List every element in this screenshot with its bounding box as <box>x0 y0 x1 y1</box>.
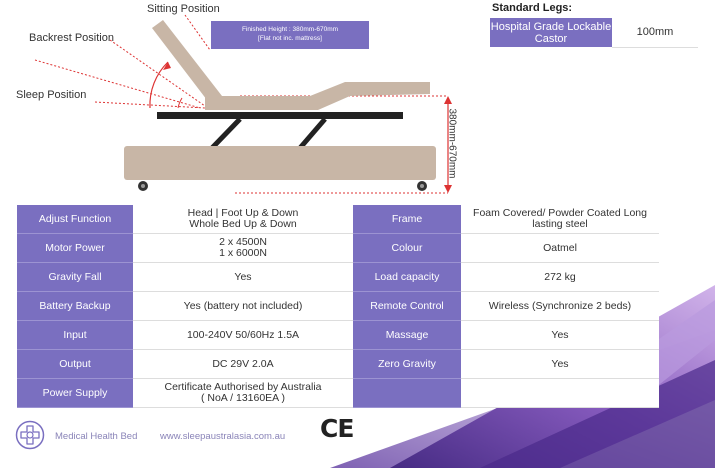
spec-value: 100-240V 50/60Hz 1.5A <box>133 321 353 350</box>
spec-value: Oatmel <box>461 234 659 263</box>
table-row: Power Supply Certificate Authorised by A… <box>17 379 659 408</box>
height-range-label: 380mm-670mm <box>446 108 458 179</box>
spec-value: 272 kg <box>461 263 659 292</box>
spec-value: Certificate Authorised by Australia ( No… <box>133 379 353 408</box>
spec-value: Foam Covered/ Powder Coated Long lasting… <box>461 205 659 234</box>
table-row: Adjust Function Head | Foot Up & Down Wh… <box>17 205 659 234</box>
spec-value: 2 x 4500N 1 x 6000N <box>133 234 353 263</box>
sitting-position-label: Sitting Position <box>147 3 220 15</box>
finished-height-text: Finished Height : 380mm-670mm <box>241 26 339 33</box>
spec-value: Head | Foot Up & Down Whole Bed Up & Dow… <box>133 205 353 234</box>
legs-key: Hospital Grade Lockable Castor <box>490 18 612 47</box>
bed-diagram: Sitting Position Backrest Position Sleep… <box>0 0 480 200</box>
spec-key: Output <box>17 350 133 379</box>
table-row: Input 100-240V 50/60Hz 1.5A Massage Yes <box>17 321 659 350</box>
spec-key: Battery Backup <box>17 292 133 321</box>
finished-height-box: Finished Height : 380mm-670mm [Flat not … <box>211 21 369 49</box>
finished-height-note: [Flat not inc. mattress] <box>258 35 322 42</box>
table-row: Battery Backup Yes (battery not included… <box>17 292 659 321</box>
spec-value: Wireless (Synchronize 2 beds) <box>461 292 659 321</box>
spec-key <box>353 379 461 408</box>
spec-key: Remote Control <box>353 292 461 321</box>
spec-value: DC 29V 2.0A <box>133 350 353 379</box>
spec-key: Adjust Function <box>17 205 133 234</box>
spec-value: Yes <box>133 263 353 292</box>
table-row: Gravity Fall Yes Load capacity 272 kg <box>17 263 659 292</box>
spec-value <box>461 379 659 408</box>
spec-key: Colour <box>353 234 461 263</box>
spec-value: Yes (battery not included) <box>133 292 353 321</box>
backrest-position-label: Backrest Position <box>29 32 114 44</box>
standard-legs-title: Standard Legs: <box>492 2 573 14</box>
spec-key: Frame <box>353 205 461 234</box>
bed-illustration <box>34 14 452 194</box>
spec-key: Load capacity <box>353 263 461 292</box>
footer-brand: Medical Health Bed <box>55 431 138 442</box>
spec-key: Motor Power <box>17 234 133 263</box>
spec-key: Input <box>17 321 133 350</box>
sleep-position-label: Sleep Position <box>16 89 87 101</box>
table-row: Output DC 29V 2.0A Zero Gravity Yes <box>17 350 659 379</box>
footer-url[interactable]: www.sleepaustralasia.com.au <box>160 431 286 442</box>
medical-cross-logo-icon <box>15 420 45 450</box>
spec-value: Yes <box>461 321 659 350</box>
spec-value: Yes <box>461 350 659 379</box>
ce-mark: CE <box>320 414 354 443</box>
spec-key: Massage <box>353 321 461 350</box>
spec-key: Gravity Fall <box>17 263 133 292</box>
spec-key: Power Supply <box>17 379 133 408</box>
table-row: Motor Power 2 x 4500N 1 x 6000N Colour O… <box>17 234 659 263</box>
legs-value: 100mm <box>612 18 698 48</box>
spec-key: Zero Gravity <box>353 350 461 379</box>
